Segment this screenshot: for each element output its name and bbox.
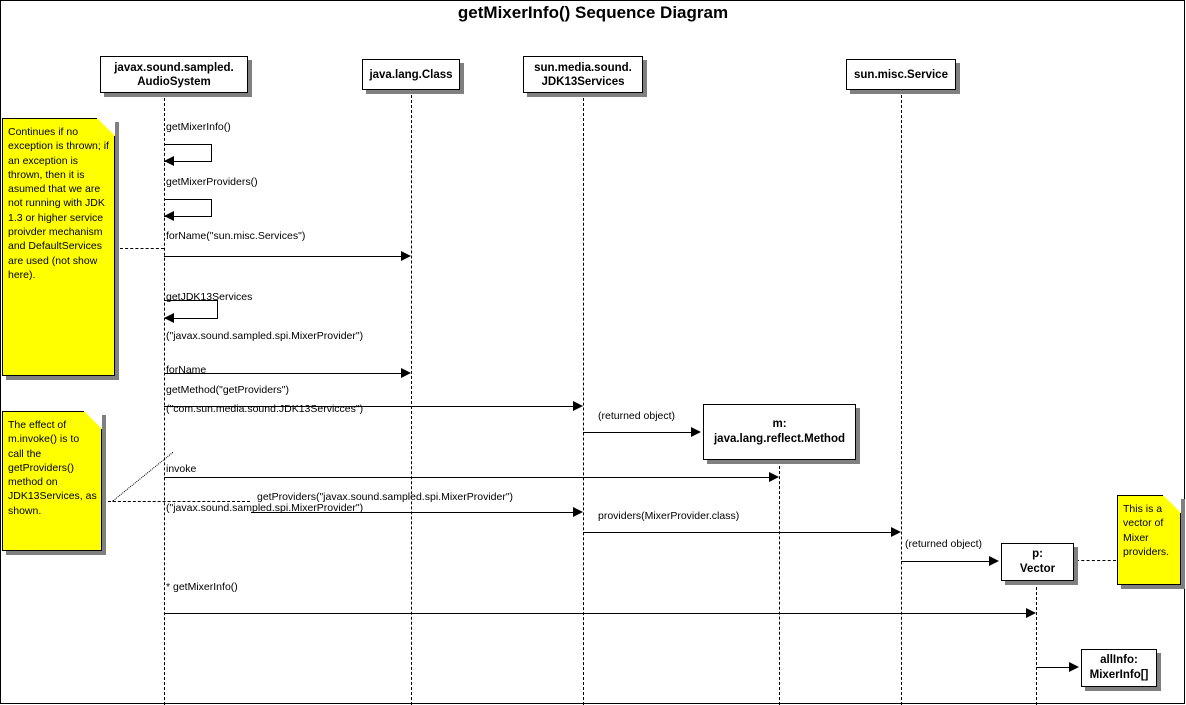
message-label-forname-jdk13servicces-line1: forName xyxy=(166,364,207,376)
arrowhead-getmethod xyxy=(573,401,583,411)
message-label-invoke-line2: ("javax.sound.sampled.spi.MixerProvider"… xyxy=(166,502,364,514)
note-fold-icon xyxy=(84,411,102,429)
object-vector-line2: Vector xyxy=(1019,563,1056,575)
message-line-getproviders xyxy=(251,512,575,513)
participant-audiosystem[interactable]: javax.sound.sampled. AudioSystem xyxy=(100,56,248,93)
arrowhead-forname-jdk13servicces xyxy=(401,368,411,378)
message-line-forname-services xyxy=(164,256,403,257)
object-vector[interactable]: p: Vector xyxy=(1001,543,1074,581)
message-label-invoke: invoke ("javax.sound.sampled.spi.MixerPr… xyxy=(166,437,363,541)
object-method[interactable]: m: java.lang.reflect.Method xyxy=(703,404,856,460)
lifeline-method-object xyxy=(779,461,780,705)
participant-audiosystem-line1: javax.sound.sampled. xyxy=(114,61,234,74)
note-invoke-effect-text: The effect of m.invoke() is to call the … xyxy=(8,419,97,517)
message-line-create-allinfo xyxy=(1036,667,1072,668)
note2-connector-horizontal xyxy=(108,501,250,502)
participant-class-label: java.lang.Class xyxy=(369,68,453,81)
note-exception-handling: Continues if no exception is thrown; if … xyxy=(2,118,115,376)
message-line-iterated-getmixerinfo xyxy=(164,613,1028,614)
arrowhead-iterated-getmixerinfo xyxy=(1026,608,1036,618)
note-vector-of-mixer-providers: This is a vector of Mixer providers. xyxy=(1117,495,1181,585)
arrowhead-getproviders xyxy=(573,507,583,517)
message-line-getmethod xyxy=(164,406,575,407)
message-line-invoke xyxy=(164,477,771,478)
note1-connector xyxy=(120,248,164,249)
participant-jdk13services-line2: JDK13Services xyxy=(541,75,625,88)
message-label-getproviders: getProviders("javax.sound.sampled.spi.Mi… xyxy=(257,491,514,503)
arrowhead-providers xyxy=(891,527,901,537)
message-label-getmixerinfo: getMixerInfo() xyxy=(166,121,231,133)
message-label-getmethod: getMethod("getProviders") xyxy=(166,384,290,396)
object-vector-line1: p: xyxy=(1032,548,1043,560)
note-vector-text: This is a vector of Mixer providers. xyxy=(1123,503,1170,558)
message-label-providers: providers(MixerProvider.class) xyxy=(598,510,740,522)
message-line-providers xyxy=(583,532,893,533)
object-allinfo-line2: MixerInfo[] xyxy=(1089,669,1149,681)
note-invoke-effect: The effect of m.invoke() is to call the … xyxy=(2,411,102,551)
message-label-iterated-getmixerinfo: * getMixerInfo() xyxy=(166,581,238,593)
self-call-getmixerproviders xyxy=(164,199,212,217)
arrowhead-getjdk13services-return xyxy=(164,313,174,323)
self-call-getjdk13services xyxy=(164,300,218,319)
participant-jdk13services[interactable]: sun.media.sound. JDK13Services xyxy=(523,56,643,93)
arrowhead-returned-object-vector xyxy=(989,556,999,566)
object-method-line2: java.lang.reflect.Method xyxy=(713,433,845,445)
note-fold-icon xyxy=(1163,495,1181,513)
arrowhead-getmixerinfo-return xyxy=(164,156,174,166)
page-title: getMixerInfo() Sequence Diagram xyxy=(457,3,729,22)
message-label-getmixerproviders: getMixerProviders() xyxy=(166,176,258,188)
message-label-forname-jdk13servicces-line2: ("com.sun.media.sound.JDK13Servicces") xyxy=(166,403,364,415)
participant-class[interactable]: java.lang.Class xyxy=(362,59,460,90)
note-fold-icon xyxy=(97,118,115,136)
lifeline-class xyxy=(411,95,412,705)
participant-jdk13services-line1: sun.media.sound. xyxy=(534,61,632,74)
arrowhead-getmixerproviders-return xyxy=(164,211,174,221)
note3-connector xyxy=(1076,560,1116,561)
message-label-returned-object-vector: (returned object) xyxy=(905,538,983,550)
arrowhead-forname-services xyxy=(401,251,411,261)
lifeline-audiosystem xyxy=(164,98,165,705)
lifeline-service xyxy=(901,95,902,705)
message-line-returned-object-vector xyxy=(901,561,991,562)
object-method-line1: m: xyxy=(772,418,787,430)
message-label-forname-services: forName("sun.misc.Services") xyxy=(166,230,306,242)
participant-service[interactable]: sun.misc.Service xyxy=(846,59,956,90)
lifeline-vector-object xyxy=(1036,582,1037,705)
arrowhead-invoke xyxy=(769,472,779,482)
lifeline-jdk13services xyxy=(583,98,584,705)
message-label-getjdk13services-line2: ("javax.sound.sampled.spi.MixerProvider"… xyxy=(166,330,364,342)
message-label-invoke-line1: invoke xyxy=(166,463,197,475)
message-label-returned-object-method: (returned object) xyxy=(598,410,676,422)
message-line-returned-object-method xyxy=(583,432,693,433)
message-line-forname-jdk13servicces xyxy=(164,373,403,374)
participant-audiosystem-line2: AudioSystem xyxy=(137,75,211,88)
note-exception-handling-text: Continues if no exception is thrown; if … xyxy=(8,126,109,281)
self-call-getmixerinfo xyxy=(164,144,212,162)
object-allinfo[interactable]: allInfo: MixerInfo[] xyxy=(1081,649,1157,687)
arrowhead-returned-object-method xyxy=(691,427,701,437)
arrowhead-create-allinfo xyxy=(1069,662,1079,672)
participant-service-label: sun.misc.Service xyxy=(854,68,948,81)
object-allinfo-line1: allInfo: xyxy=(1100,654,1138,666)
